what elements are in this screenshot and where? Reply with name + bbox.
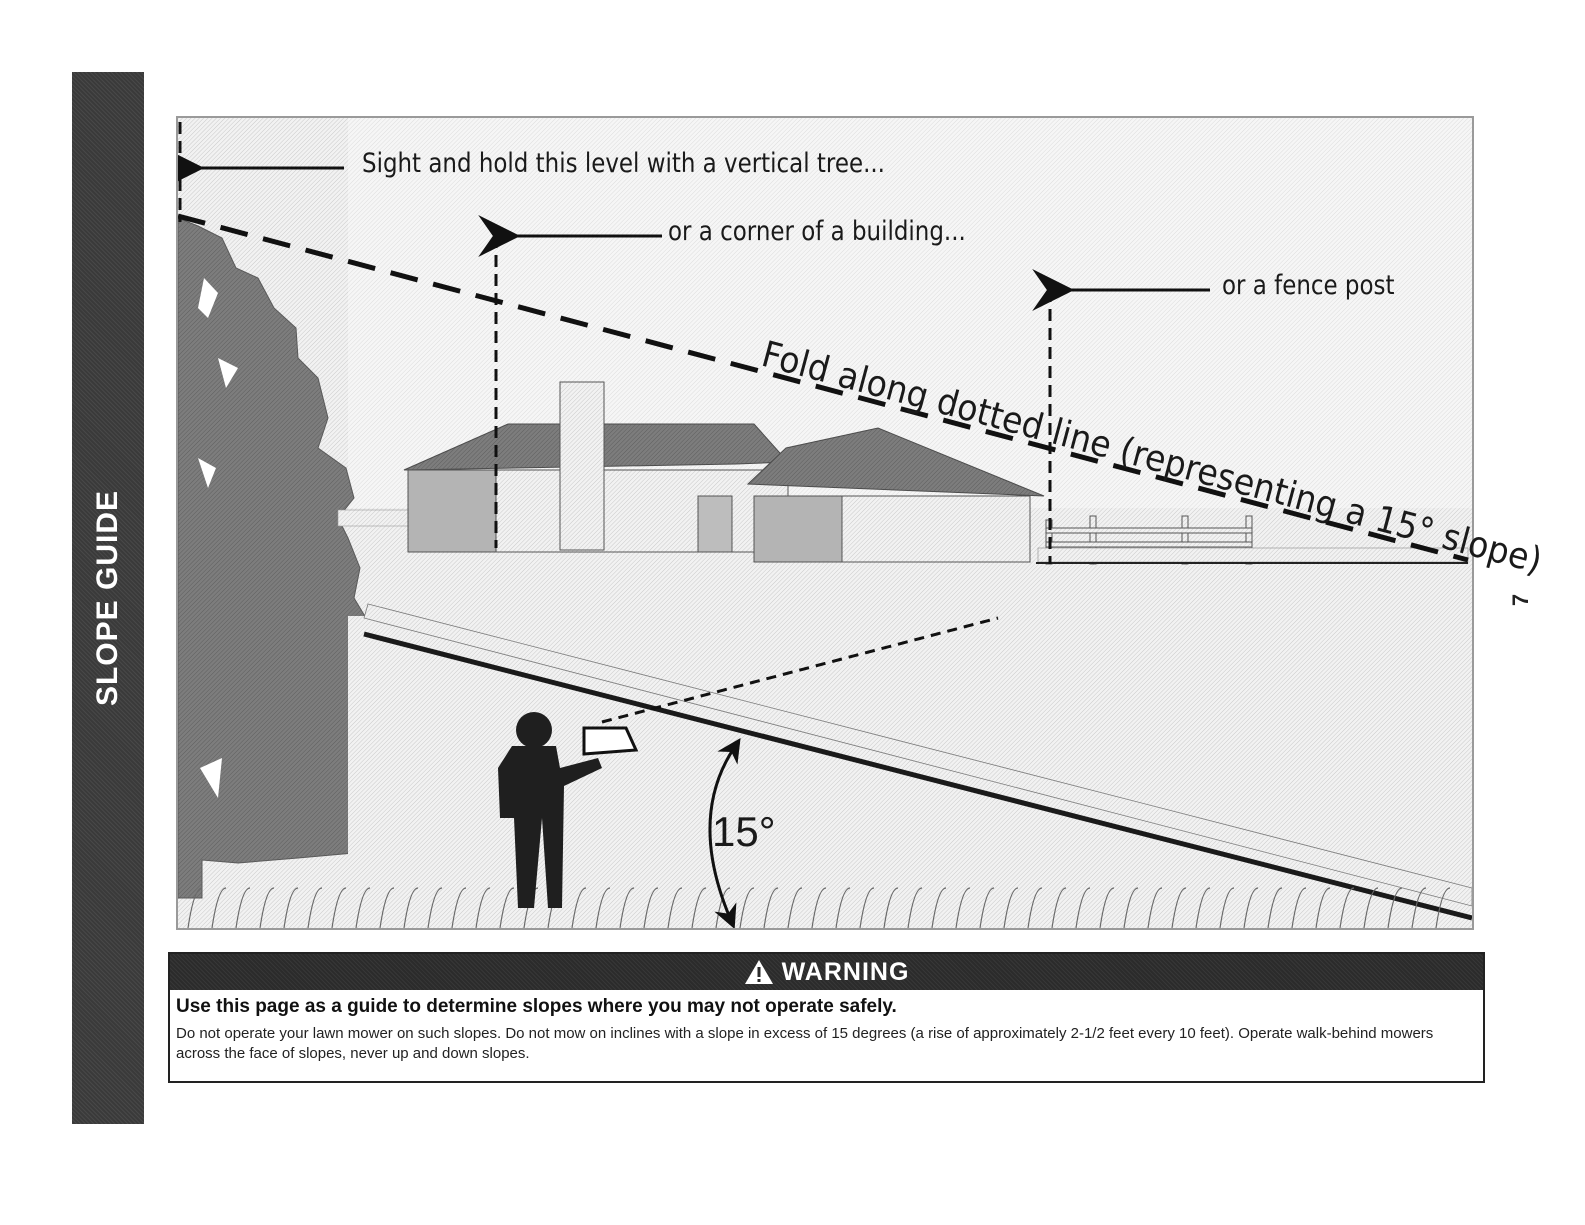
slope-diagram-graphic [178, 118, 1472, 928]
tree-silhouette [178, 217, 393, 899]
warning-box: WARNING Use this page as a guide to dete… [168, 952, 1485, 1083]
warning-lead: Use this page as a guide to determine sl… [176, 996, 897, 1017]
building-callout: or a corner of a building... [668, 216, 966, 247]
foreground-grass [187, 887, 1451, 928]
house-roof-right [746, 427, 1045, 497]
warning-header: WARNING [170, 954, 1483, 990]
fence-callout: or a fence post [1222, 270, 1395, 301]
angle-arc [708, 737, 741, 928]
house-chimney [559, 381, 605, 551]
side-tab: SLOPE GUIDE [72, 72, 144, 1124]
slope-diagram: Sight and hold this level with a vertica… [176, 116, 1546, 930]
angle-label: 15° [712, 808, 776, 855]
tree-callout: Sight and hold this level with a vertica… [362, 148, 885, 179]
fold-line [178, 213, 1469, 563]
side-tab-label: SLOPE GUIDE [91, 489, 124, 707]
warning-body: Do not operate your lawn mower on such s… [176, 1025, 1434, 1062]
warning-triangle-icon [744, 959, 774, 985]
person-silhouette [498, 712, 602, 908]
sight-line [601, 616, 999, 724]
warning-title: WARNING [781, 957, 910, 986]
page-number: 7 [1508, 593, 1533, 607]
slope-line [363, 631, 1472, 921]
house-door [697, 495, 733, 553]
sighting-card [582, 726, 639, 756]
